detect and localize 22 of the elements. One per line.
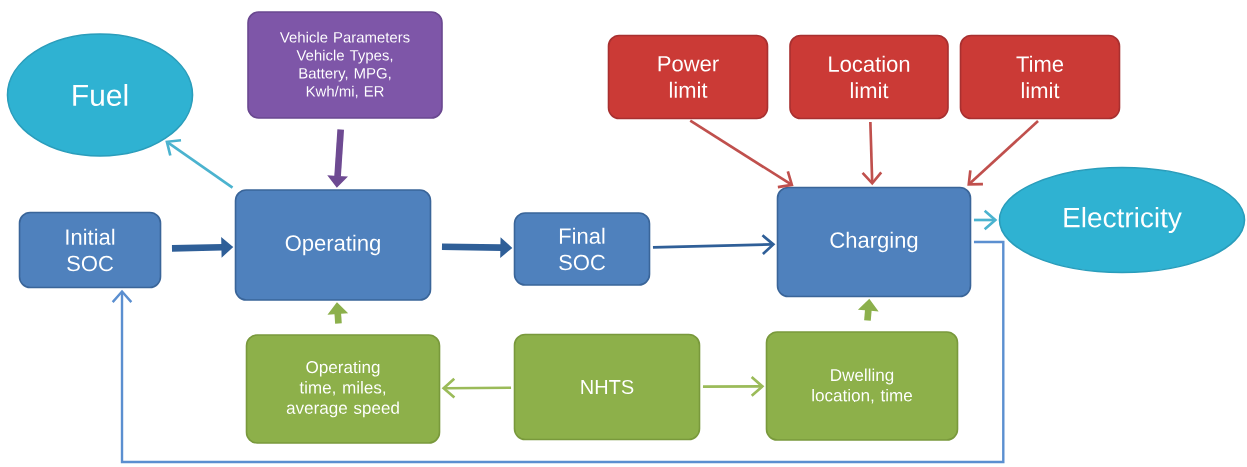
ellipse-node: Electricity bbox=[998, 166, 1246, 274]
process-box: Final SOC bbox=[513, 212, 651, 286]
limit-box: Power limit bbox=[607, 34, 769, 120]
limit-box: Location limit bbox=[789, 34, 949, 120]
arrow bbox=[973, 209, 998, 231]
arrow bbox=[652, 234, 776, 255]
limit-box: Time limit bbox=[959, 34, 1121, 120]
arrow bbox=[861, 121, 883, 186]
arrow bbox=[111, 240, 1005, 464]
process-box: Operating bbox=[234, 189, 432, 301]
parameter-box: Vehicle Parameters Vehicle Types, Battery, MPG, Kwh/mi, ER bbox=[247, 11, 443, 119]
arrow bbox=[967, 120, 1039, 186]
arrow bbox=[702, 376, 765, 397]
input-box: NHTS bbox=[513, 333, 701, 441]
input-box: Dwelling location, time bbox=[765, 331, 959, 441]
arrow bbox=[441, 377, 512, 399]
arrow bbox=[165, 138, 234, 189]
process-box: Charging bbox=[776, 186, 972, 298]
arrow bbox=[689, 119, 794, 189]
ellipse-node: Fuel bbox=[6, 33, 194, 157]
input-box: Operating time, miles, average speed bbox=[245, 334, 441, 444]
process-box: Initial SOC bbox=[18, 211, 162, 289]
